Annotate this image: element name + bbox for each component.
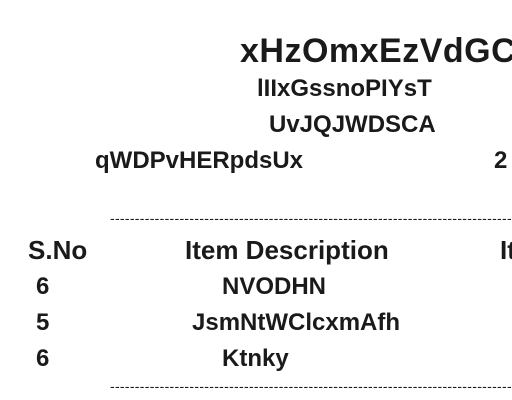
item-row-2-description: JsmNtWClcxmAfh bbox=[192, 309, 401, 336]
store-title: xHzOmxEzVdGC bbox=[240, 32, 512, 70]
store-subtitle-line-2: UvJQJWDSCA bbox=[269, 111, 436, 138]
column-header-sno: S.No bbox=[28, 235, 88, 265]
item-row-1-sno: 6 bbox=[36, 273, 50, 300]
receipt-meta-left: qWDPvHERpdsUx bbox=[95, 147, 304, 174]
item-row-3-sno: 6 bbox=[36, 345, 50, 372]
store-subtitle-line-1: lIIxGssnoPIYsT bbox=[257, 75, 432, 102]
separator-top: ----------------------------------------… bbox=[110, 210, 512, 226]
receipt-meta-right: 2 bbox=[494, 147, 508, 174]
column-header-truncated: It bbox=[500, 235, 512, 265]
column-header-description: Item Description bbox=[185, 235, 389, 265]
separator-bottom: ----------------------------------------… bbox=[110, 378, 512, 394]
item-row-3-description: Ktnky bbox=[222, 345, 289, 372]
item-row-2-sno: 5 bbox=[36, 309, 50, 336]
item-row-1-description: NVODHN bbox=[222, 273, 327, 300]
